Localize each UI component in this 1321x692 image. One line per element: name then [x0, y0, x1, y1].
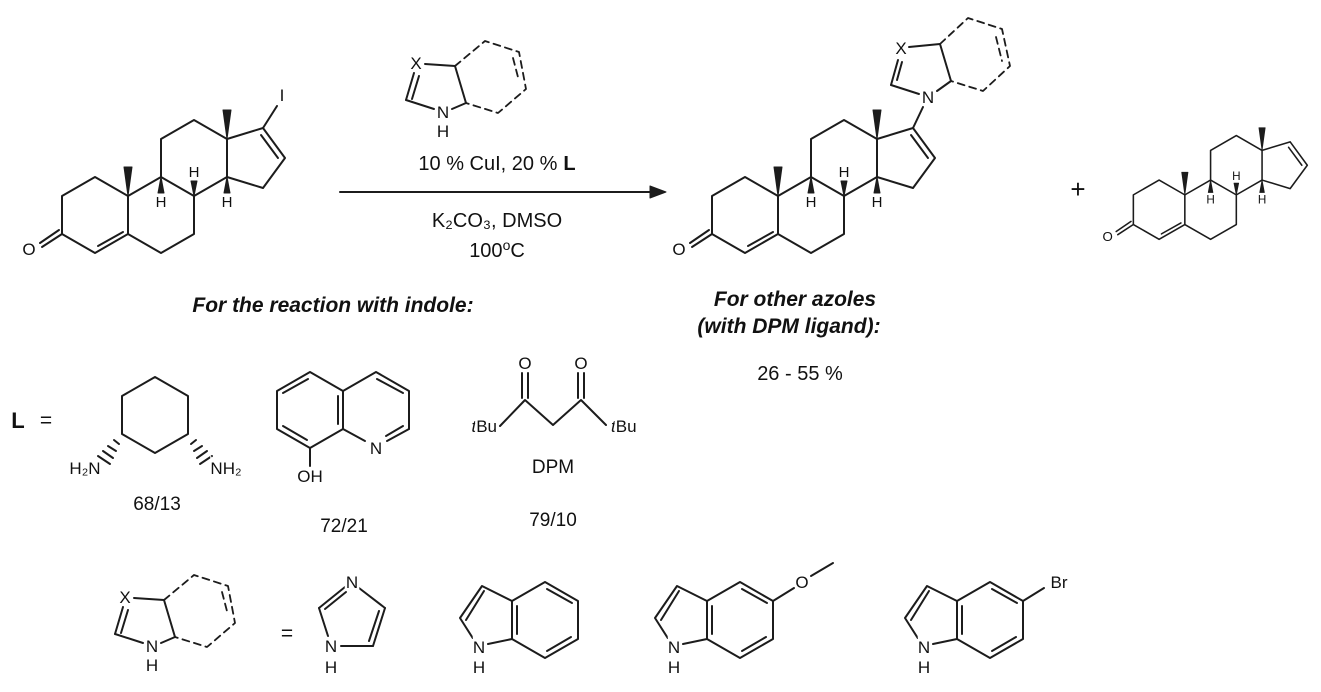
tbu-left-label: tBu: [471, 417, 497, 436]
steroid-product: X N: [672, 17, 1011, 259]
amine-right-label: NH₂: [210, 459, 241, 478]
dach-yield: 68/13: [133, 494, 181, 515]
dpm-o-label: O: [518, 354, 531, 373]
reaction-arrow: [339, 185, 667, 199]
steroid-byproduct: [1100, 125, 1310, 246]
ligand-equals: =: [40, 409, 52, 432]
dpm-o-label: O: [574, 354, 587, 373]
azole-methoxyindole: O: [655, 562, 834, 677]
bromo-label: Br: [1051, 573, 1068, 592]
azoles-yield: 26 - 55 %: [757, 363, 843, 385]
dpm-name: DPM: [532, 457, 574, 478]
azole-indole: [460, 582, 578, 677]
imidazole-n1-label: N: [325, 637, 337, 656]
caption-azoles-2: (with DPM ligand):: [697, 315, 880, 338]
ligand-quinolinol: N OH 72/21: [276, 371, 410, 537]
azole-equals: =: [281, 622, 293, 645]
hash-wedge: [190, 439, 213, 465]
iodide-label: I: [280, 86, 285, 105]
quinolinol-yield: 72/21: [320, 516, 368, 537]
arrowhead: [649, 185, 667, 199]
azole-bromoindole: Br: [905, 571, 1070, 677]
imidazole-n3-label: N: [346, 573, 358, 592]
azole-generic: [115, 575, 235, 675]
plus-sign: +: [1070, 174, 1085, 204]
methoxy-o-label: O: [795, 573, 808, 592]
ligand-dach: H₂N NH₂ 68/13: [67, 376, 244, 515]
caption-indole: For the reaction with indole:: [192, 294, 473, 317]
steroid-substrate: I: [22, 84, 285, 259]
hydroxyl-label: OH: [297, 467, 323, 486]
conditions-line2: K₂CO₃, DMSO: [432, 210, 562, 232]
product-azole: X N: [890, 17, 1011, 110]
caption-azoles-1: For other azoles: [714, 288, 876, 311]
quinoline-n-label: N: [370, 439, 382, 458]
tbu-right-label: tBu: [611, 417, 637, 436]
hash-wedge: [97, 439, 120, 465]
conditions-line3: 100oC: [469, 237, 525, 262]
azole-reagent: [406, 41, 526, 141]
amine-left-label: H₂N: [69, 459, 100, 478]
azole-imidazole: N N H: [318, 571, 386, 680]
dpm-yield: 79/10: [529, 510, 577, 531]
ligand-label: L: [11, 408, 24, 433]
ligand-dpm: O O tBu tBu DPM 79/10: [469, 352, 639, 532]
conditions-line1: 10 % CuI, 20 %L: [418, 153, 575, 175]
product-azole-x-label: X: [895, 39, 906, 58]
imidazole-nh-label: H: [325, 658, 337, 677]
product-azole-n-label: N: [922, 88, 934, 107]
